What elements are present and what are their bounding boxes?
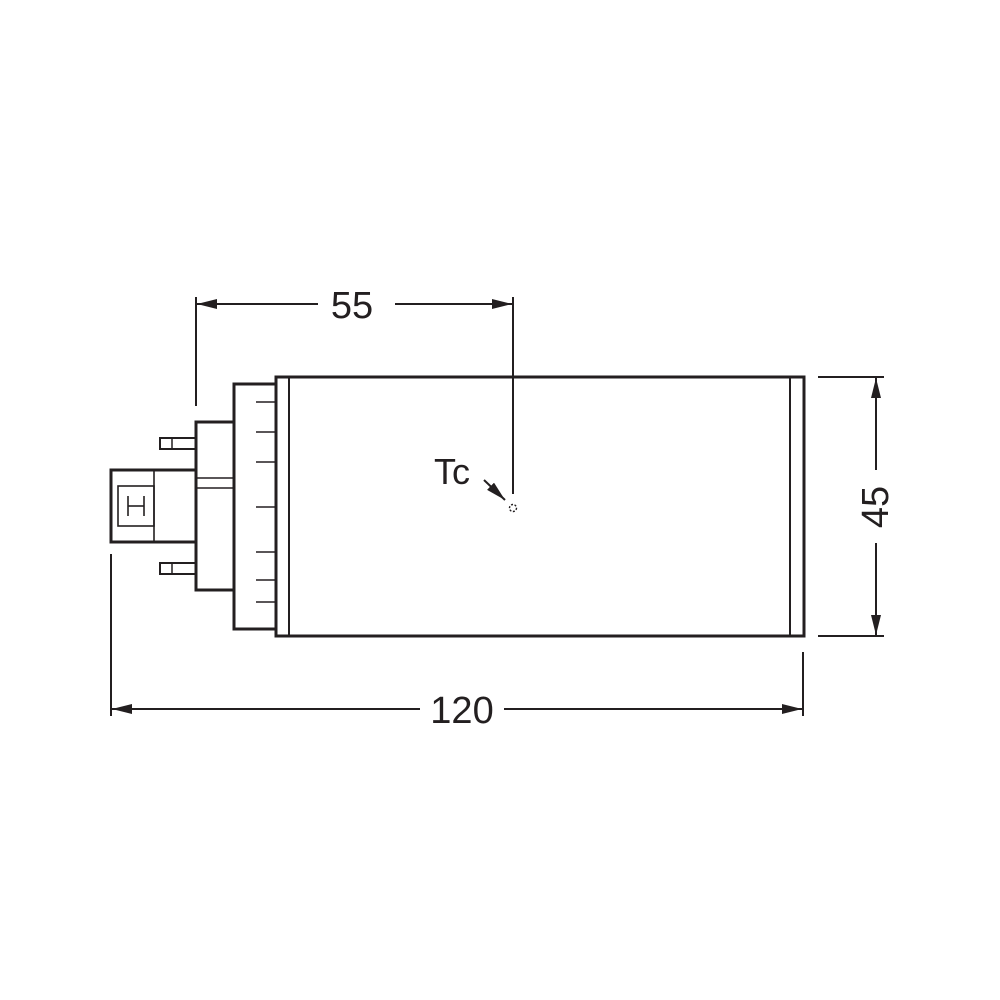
lamp-base-collar (232, 382, 278, 631)
dimension-45-label: 45 (855, 486, 897, 528)
dimension-45: 45 (818, 376, 897, 637)
dimension-55: 55 (195, 285, 514, 494)
tc-marker: Tc (434, 451, 518, 513)
dimension-120: 120 (110, 554, 804, 732)
contact-pins (159, 437, 197, 575)
tc-label: Tc (434, 451, 470, 492)
plug-key (109, 468, 198, 544)
dimension-55-label: 55 (331, 285, 373, 327)
lamp-body (274, 375, 806, 638)
dimension-120-label: 120 (430, 690, 493, 732)
tc-point (508, 503, 518, 513)
lamp-base-step (194, 420, 236, 592)
